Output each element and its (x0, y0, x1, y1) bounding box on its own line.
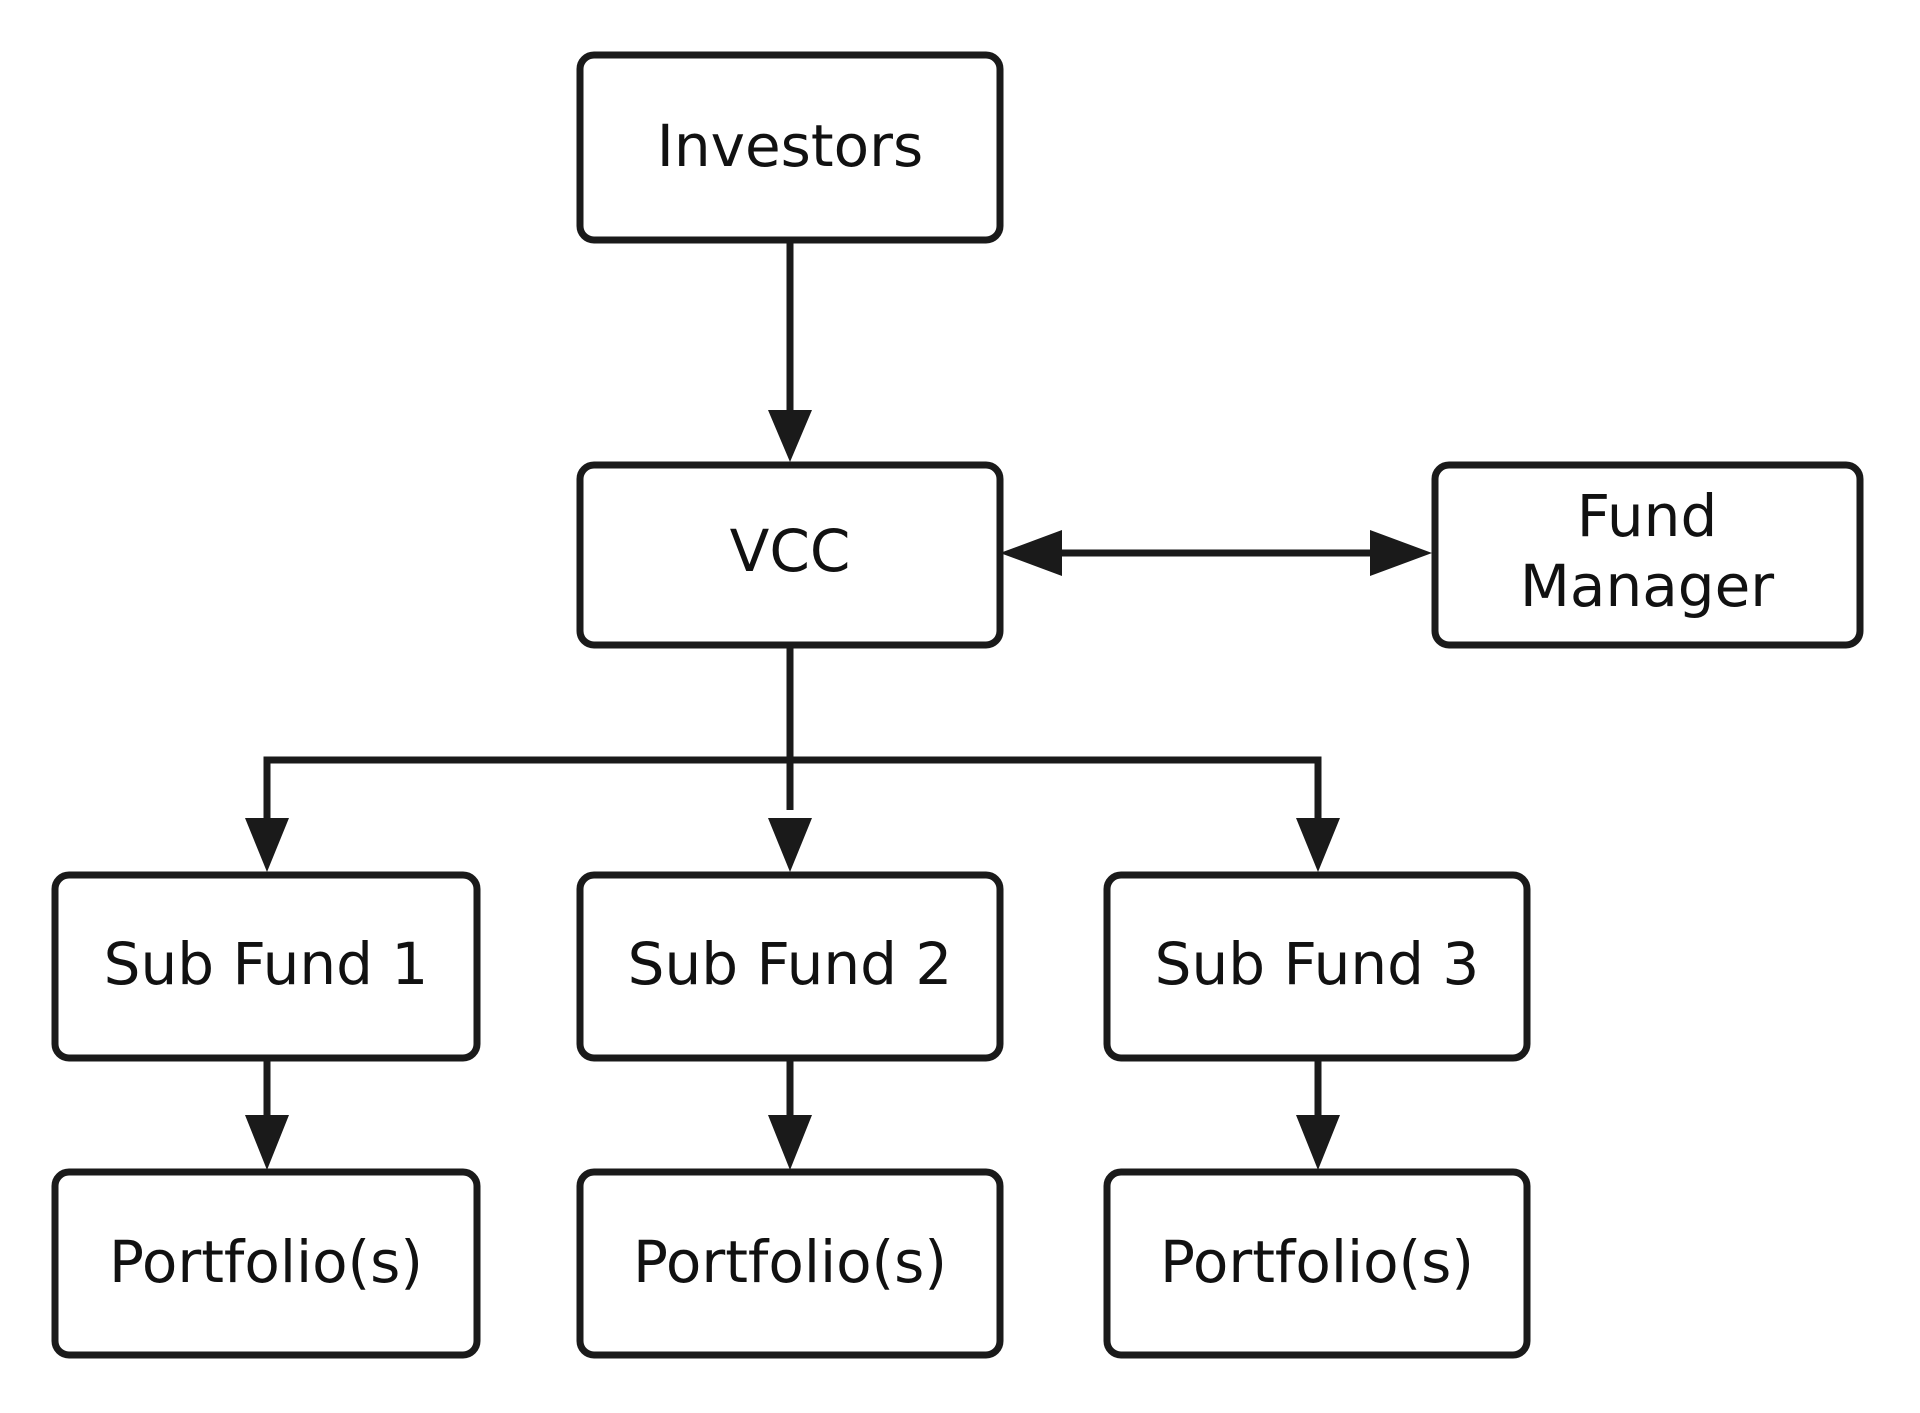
node-portfolio-3-label: Portfolio(s) (1160, 1228, 1474, 1296)
node-vcc-label: VCC (730, 517, 851, 585)
edges (245, 240, 1432, 1170)
node-investors-label: Investors (657, 112, 923, 180)
arrowhead-portfolio-3 (1296, 1115, 1340, 1170)
node-portfolio-2-label: Portfolio(s) (633, 1228, 947, 1296)
arrowhead-portfolio-1 (245, 1115, 289, 1170)
node-sub-fund-2-label: Sub Fund 2 (628, 930, 953, 998)
node-sub-fund-1: Sub Fund 1 (51, 871, 481, 1062)
arrowhead-investors-vcc (768, 410, 812, 462)
node-fund-manager-label-line1: Fund (1577, 482, 1718, 550)
node-vcc: VCC (576, 461, 1004, 649)
node-investors: Investors (576, 51, 1004, 244)
arrowhead-to-fund-manager (1370, 530, 1432, 576)
node-portfolio-3: Portfolio(s) (1103, 1168, 1531, 1359)
node-portfolio-1: Portfolio(s) (51, 1168, 481, 1359)
arrowhead-sub-fund-2 (768, 818, 812, 872)
arrowhead-sub-fund-1 (245, 818, 289, 872)
arrowhead-to-vcc (1000, 530, 1062, 576)
node-fund-manager-label-line2: Manager (1520, 552, 1774, 620)
node-sub-fund-1-label: Sub Fund 1 (104, 930, 429, 998)
node-portfolio-1-label: Portfolio(s) (109, 1228, 423, 1296)
node-portfolio-2: Portfolio(s) (576, 1168, 1004, 1359)
node-sub-fund-3-label: Sub Fund 3 (1155, 930, 1480, 998)
node-sub-fund-2: Sub Fund 2 (576, 871, 1004, 1062)
arrowhead-portfolio-2 (768, 1115, 812, 1170)
node-fund-manager: Fund Manager (1431, 461, 1864, 649)
node-sub-fund-3: Sub Fund 3 (1103, 871, 1531, 1062)
arrowhead-sub-fund-3 (1296, 818, 1340, 872)
